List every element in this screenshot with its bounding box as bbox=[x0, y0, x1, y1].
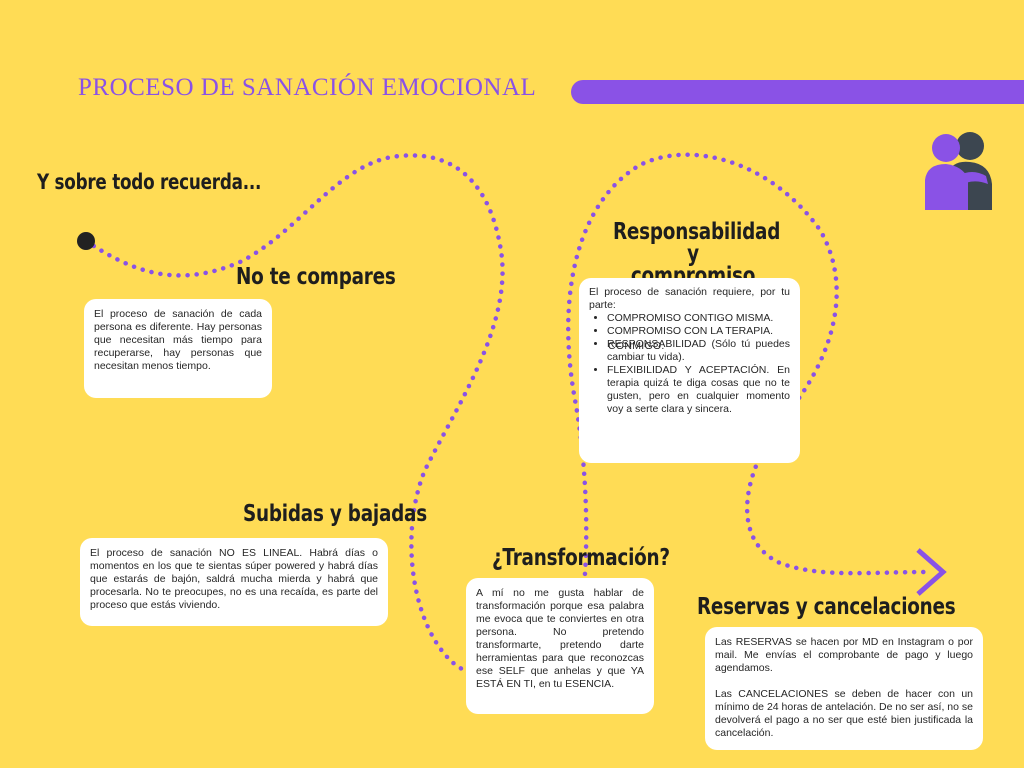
card-text: A mí no me gusta hablar de transformació… bbox=[476, 587, 644, 690]
list-item: COMPROMISO CONTIGO MISMA. bbox=[607, 312, 790, 325]
card-no-te-compares: El proceso de sanación de cada persona e… bbox=[84, 299, 272, 398]
commitment-list: COMPROMISO CONTIGO MISMA. COMPROMISO CON… bbox=[589, 312, 790, 416]
overlapping-text: CONMIGO. bbox=[608, 340, 665, 352]
page-title: PROCESO DE SANACIÓN EMOCIONAL bbox=[78, 74, 537, 101]
heading-line-1: Responsabilidad y bbox=[613, 219, 781, 267]
card-text-cancelaciones: Las CANCELACIONES se deben de hacer con … bbox=[715, 688, 973, 739]
intro-heading: Y sobre todo recuerda... bbox=[37, 170, 262, 194]
card-text: El proceso de sanación de cada persona e… bbox=[94, 308, 262, 372]
chevron-right-icon bbox=[916, 548, 947, 596]
heading-reservas: Reservas y cancelaciones bbox=[697, 594, 956, 620]
card-transformacion: A mí no me gusta hablar de transformació… bbox=[466, 578, 654, 714]
card-responsabilidad: El proceso de sanación requiere, por tu … bbox=[579, 278, 800, 463]
card-text-reservas: Las RESERVAS se hacen por MD en Instagra… bbox=[715, 636, 973, 674]
card-text: El proceso de sanación NO ES LINEAL. Hab… bbox=[90, 547, 378, 611]
path-start-dot bbox=[77, 232, 95, 250]
heading-subidas-y-bajadas: Subidas y bajadas bbox=[243, 501, 427, 527]
list-item: COMPROMISO CON LA TERAPIA. bbox=[607, 325, 790, 338]
card-subidas-y-bajadas: El proceso de sanación NO ES LINEAL. Hab… bbox=[80, 538, 388, 626]
card-intro: El proceso de sanación requiere, por tu … bbox=[589, 286, 790, 311]
heading-transformacion: ¿Transformación? bbox=[492, 545, 670, 571]
heading-no-te-compares: No te compares bbox=[236, 264, 396, 290]
list-item: RESPONSABILIDAD (Sólo tú puedes cambiar … bbox=[607, 338, 790, 364]
title-accent-bar bbox=[571, 80, 1024, 104]
list-item: FLEXIBILIDAD Y ACEPTACIÓN. En terapia qu… bbox=[607, 364, 790, 416]
card-reservas: Las RESERVAS se hacen por MD en Instagra… bbox=[705, 627, 983, 750]
hug-icon bbox=[925, 132, 992, 210]
